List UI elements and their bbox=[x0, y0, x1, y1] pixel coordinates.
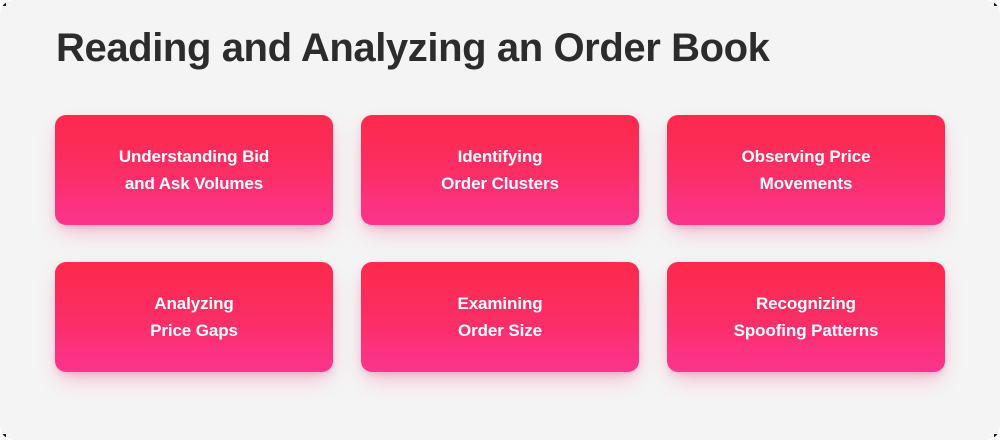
card-identifying-order-clusters[interactable]: Identifying Order Clusters bbox=[361, 115, 639, 225]
card-label: Understanding Bid and Ask Volumes bbox=[118, 147, 270, 193]
card-label: Analyzing Price Gaps bbox=[150, 294, 238, 340]
card-label: Observing Price Movements bbox=[741, 147, 871, 193]
page-title: Reading and Analyzing an Order Book bbox=[56, 26, 770, 70]
corner-mark-bottom-right bbox=[994, 434, 1000, 440]
card-grid: Understanding Bid and Ask Volumes Identi… bbox=[55, 115, 945, 372]
card-label: Examining Order Size bbox=[457, 294, 543, 340]
corner-mark-top-right bbox=[994, 0, 1000, 6]
card-observing-price-movements[interactable]: Observing Price Movements bbox=[667, 115, 945, 225]
card-understanding-bid-and-ask-volumes[interactable]: Understanding Bid and Ask Volumes bbox=[55, 115, 333, 225]
card-analyzing-price-gaps[interactable]: Analyzing Price Gaps bbox=[55, 262, 333, 372]
card-recognizing-spoofing-patterns[interactable]: Recognizing Spoofing Patterns bbox=[667, 262, 945, 372]
card-examining-order-size[interactable]: Examining Order Size bbox=[361, 262, 639, 372]
corner-mark-bottom-left bbox=[0, 434, 6, 440]
corner-mark-top-left bbox=[0, 0, 6, 6]
card-label: Identifying Order Clusters bbox=[441, 147, 559, 193]
card-label: Recognizing Spoofing Patterns bbox=[733, 294, 879, 340]
